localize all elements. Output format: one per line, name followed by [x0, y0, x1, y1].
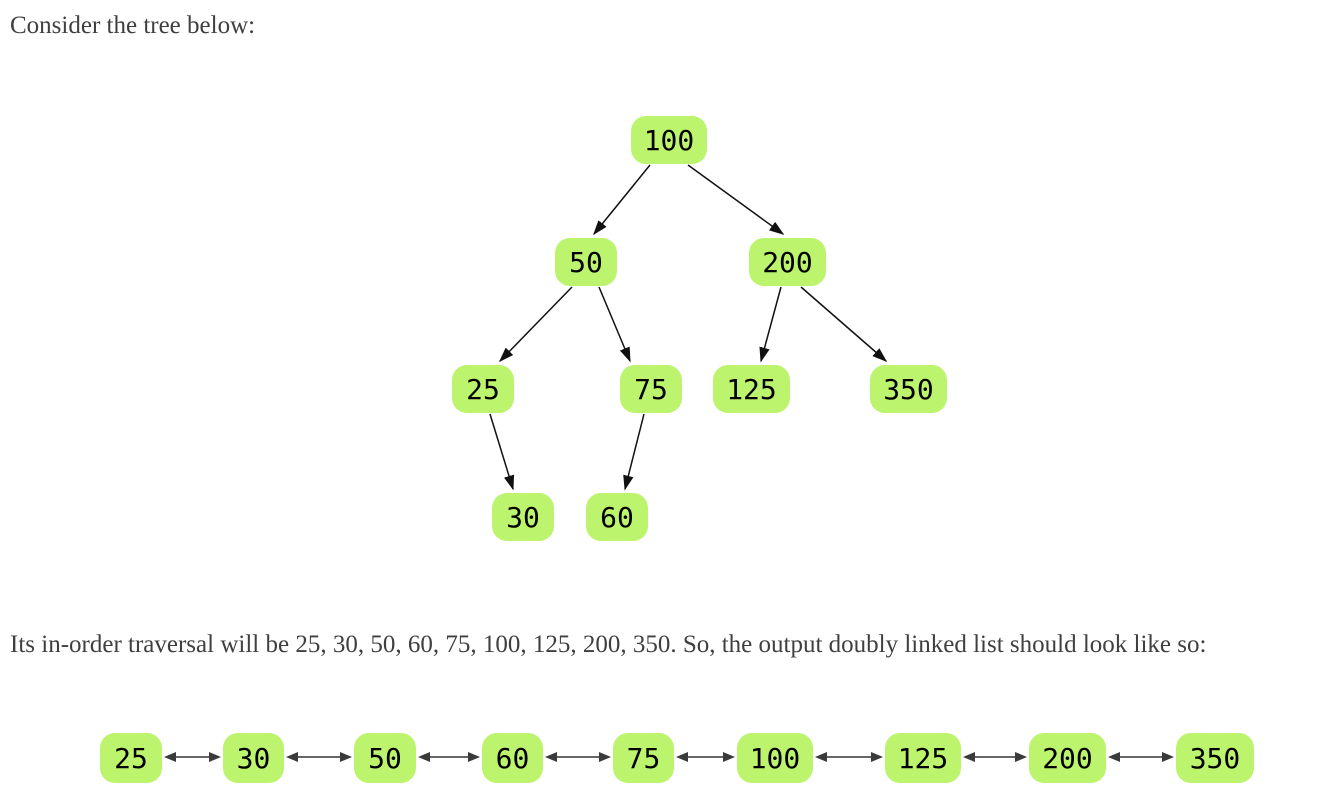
double-arrow-30-50: [286, 752, 352, 762]
tree-node-125: 125: [713, 365, 790, 413]
tree-node-100: 100: [631, 116, 707, 164]
tree-edge-50-25: [498, 286, 573, 363]
double-arrow-60-75: [545, 752, 611, 762]
tree-node-25: 25: [452, 365, 514, 413]
list-node-60: 60: [482, 733, 543, 783]
list-node-75: 75: [613, 733, 674, 783]
explanation-text: Its in-order traversal will be 25, 30, 5…: [10, 631, 1207, 658]
list-node-30: 30: [223, 733, 284, 783]
double-arrow-25-30: [164, 752, 221, 762]
tree-edge-75-60: [623, 413, 645, 491]
tree-node-350: 350: [870, 365, 947, 413]
tree-node-200: 200: [749, 238, 826, 286]
tree-node-50: 50: [555, 238, 617, 286]
list-node-350: 350: [1176, 733, 1254, 783]
tree-edge-25-30: [489, 413, 515, 491]
intro-text: Consider the tree below:: [10, 12, 256, 39]
tree-edge-100-200: [687, 164, 785, 235]
list-node-25: 25: [100, 733, 162, 783]
double-arrow-100-125: [815, 752, 883, 762]
double-arrow-75-100: [676, 752, 735, 762]
list-node-50: 50: [354, 733, 416, 783]
tree-edge-200-125: [759, 286, 782, 363]
double-arrow-200-350: [1108, 752, 1174, 762]
tree-node-30: 30: [492, 493, 554, 541]
tree-edge-50-75: [598, 286, 631, 363]
tree-edge-200-350: [800, 286, 888, 362]
tree-edges: [489, 164, 888, 491]
tree-node-60: 60: [586, 493, 648, 541]
list-node-125: 125: [885, 733, 961, 783]
tree-edge-100-50: [593, 164, 651, 236]
list-node-100: 100: [737, 733, 813, 783]
double-arrow-125-200: [963, 752, 1027, 762]
tree-node-75: 75: [620, 365, 682, 413]
double-arrow-50-60: [418, 752, 480, 762]
list-node-200: 200: [1029, 733, 1106, 783]
